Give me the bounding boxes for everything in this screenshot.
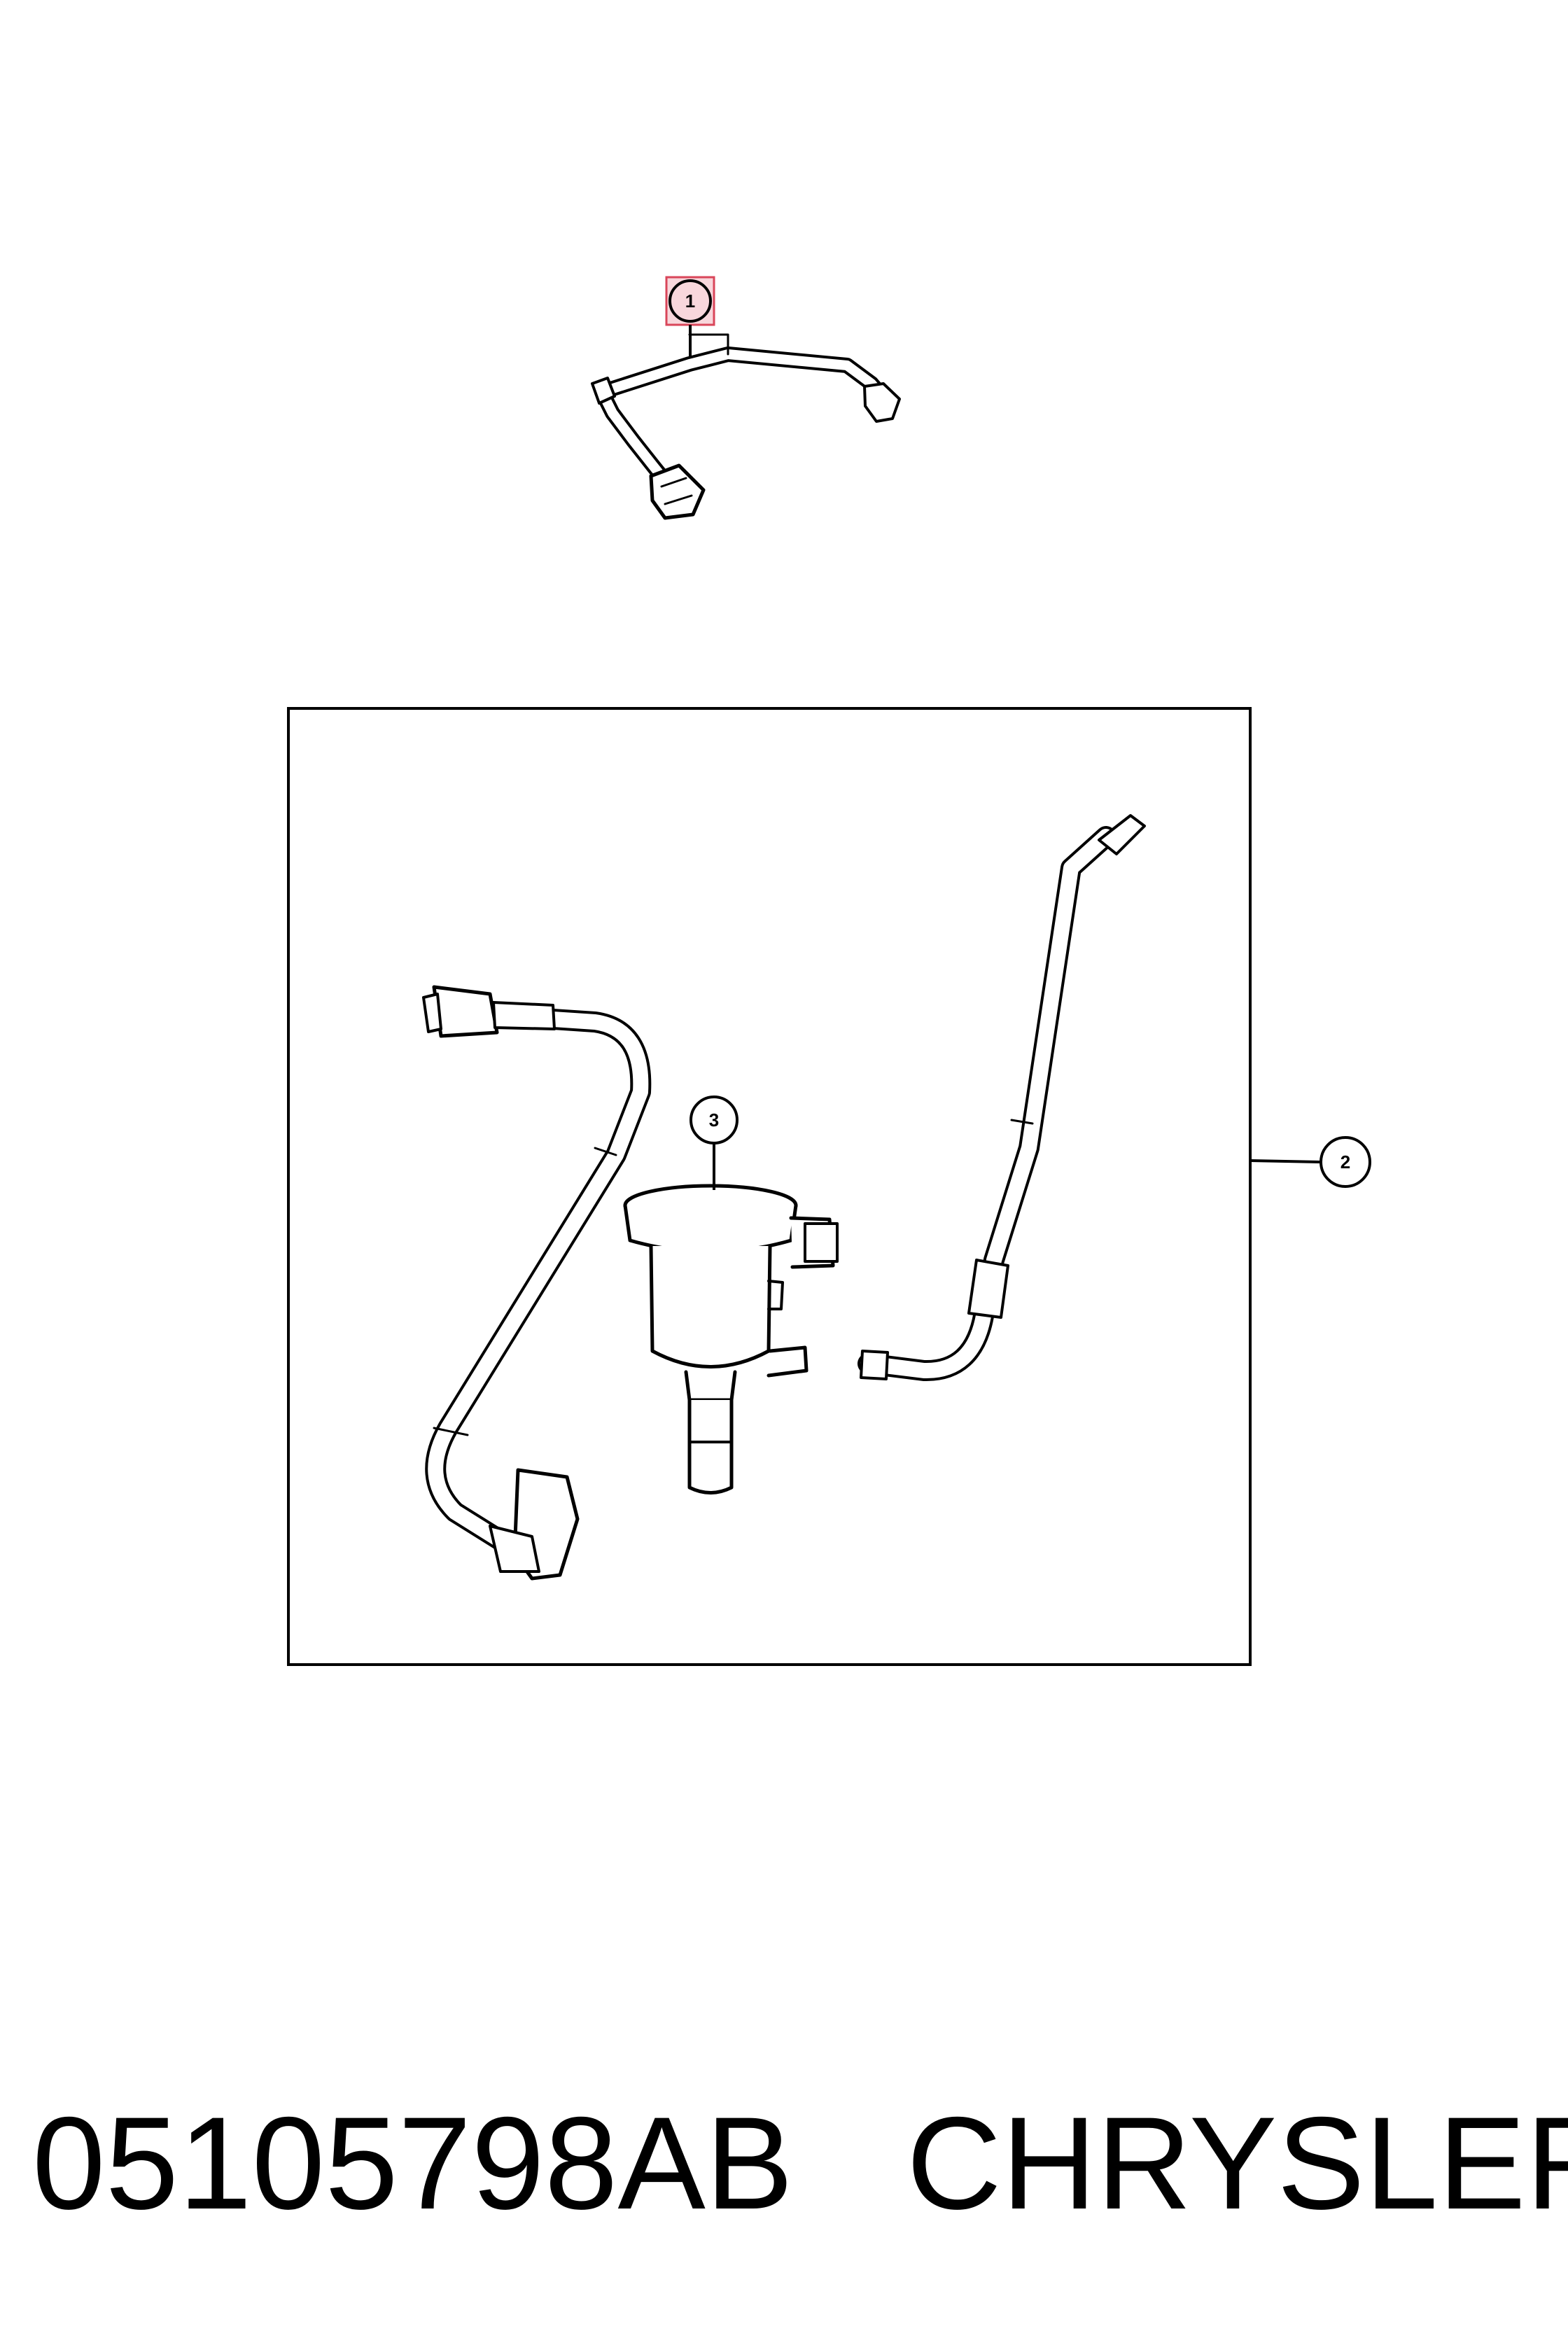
callout-2[interactable]: 2 <box>1250 1136 1371 1188</box>
vapor-hose-right <box>858 814 1146 1382</box>
inset-frame <box>287 707 1252 1666</box>
callout-1-label: 1 <box>685 290 695 312</box>
callout-3-label: 3 <box>709 1110 719 1130</box>
hose-assembly-upper <box>591 333 901 520</box>
purge-valve <box>623 1184 839 1494</box>
part-number: 05105798AB <box>32 2090 794 2236</box>
callout-1[interactable]: 1 <box>665 276 715 358</box>
vapor-hose-left <box>422 985 652 1581</box>
brand-name: CHRYSLER <box>906 2090 1568 2236</box>
callout-2-label: 2 <box>1340 1152 1350 1172</box>
part-info-line: 05105798AB CHRYSLER <box>0 2090 1568 2236</box>
callout-3[interactable]: 3 <box>690 1096 738 1190</box>
